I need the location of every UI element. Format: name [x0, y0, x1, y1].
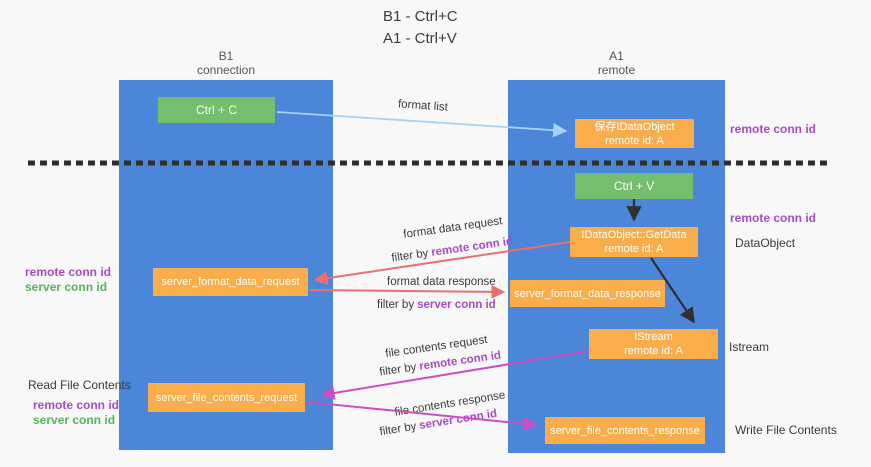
- title-line-1: B1 - Ctrl+C: [383, 8, 458, 25]
- node-istream: IStream remote id: A: [589, 329, 718, 359]
- lane-b1-name: B1: [218, 49, 234, 63]
- side-label-remote-conn-id-left-1: remote conn id: [25, 265, 112, 279]
- side-label-istream: Istream: [729, 340, 770, 354]
- node-save-idataobject-line2: remote id: A: [605, 134, 664, 147]
- node-save-idataobject: 保存IDataObject remote id: A: [575, 119, 694, 148]
- title-line-2: A1 - Ctrl+V: [383, 30, 457, 47]
- side-label-dataobject: DataObject: [735, 236, 796, 250]
- side-label-remote-conn-id-mid: remote conn id: [730, 211, 817, 225]
- filter-by-text: filter by: [377, 299, 415, 311]
- side-label-write-file-contents: Write File Contents: [735, 423, 837, 437]
- side-label-server-conn-id-left-2: server conn id: [33, 413, 116, 427]
- node-save-idataobject-line1: 保存IDataObject: [594, 120, 675, 133]
- node-server-format-data-response: server_format_data_response: [510, 280, 665, 307]
- lane-header-b1: B1 connection: [119, 49, 333, 77]
- diagram-title: B1 - Ctrl+C A1 - Ctrl+V: [383, 6, 458, 50]
- side-label-server-conn-id-left-1: server conn id: [25, 280, 108, 294]
- lane-header-a1: A1 remote: [508, 49, 725, 77]
- node-format-response-label: server_format_data_response: [514, 287, 661, 300]
- arrow-format-data-response: [308, 284, 506, 299]
- node-server-file-contents-response: server_file_contents_response: [545, 417, 705, 444]
- node-format-request-label: server_format_data_request: [161, 276, 300, 288]
- flow-label-format-list: format list: [397, 98, 449, 114]
- node-ctrl-c-label: Ctrl + C: [195, 103, 237, 117]
- lane-b1-role: connection: [196, 63, 256, 77]
- side-label-remote-conn-id-left-2: remote conn id: [33, 398, 120, 412]
- node-ctrl-c: Ctrl + C: [158, 97, 275, 123]
- filter-by-text: filter by: [378, 420, 418, 439]
- node-istream-line1: IStream: [634, 331, 673, 343]
- flow-label-format-data-request: format data request: [402, 215, 504, 241]
- node-server-format-data-request: server_format_data_request: [153, 268, 308, 296]
- node-ctrl-v: Ctrl + V: [575, 173, 693, 199]
- node-file-response-label: server_file_contents_response: [550, 424, 700, 437]
- node-idataobject-getdata: IDataObject::GetData remote id: A: [570, 227, 698, 257]
- server-conn-id-text: server conn id: [417, 299, 496, 311]
- node-istream-line2: remote id: A: [624, 345, 683, 357]
- lane-a1-role: remote: [597, 63, 636, 77]
- node-server-file-contents-request: server_file_contents_request: [148, 383, 305, 412]
- node-getdata-line1: IDataObject::GetData: [581, 229, 687, 241]
- side-label-read-file-contents: Read File Contents: [28, 378, 131, 392]
- remote-conn-id-text: remote conn id: [430, 235, 514, 259]
- node-ctrl-v-label: Ctrl + V: [613, 179, 655, 193]
- filter-by-text: filter by: [378, 361, 418, 379]
- side-label-remote-conn-id-top: remote conn id: [730, 122, 817, 136]
- node-file-request-label: server_file_contents_request: [155, 391, 298, 404]
- flow-label-format-data-response: format data response: [387, 276, 496, 288]
- node-getdata-line2: remote id: A: [604, 243, 664, 255]
- filter-by-text: filter by: [390, 247, 430, 265]
- lane-a1-name: A1: [609, 49, 624, 63]
